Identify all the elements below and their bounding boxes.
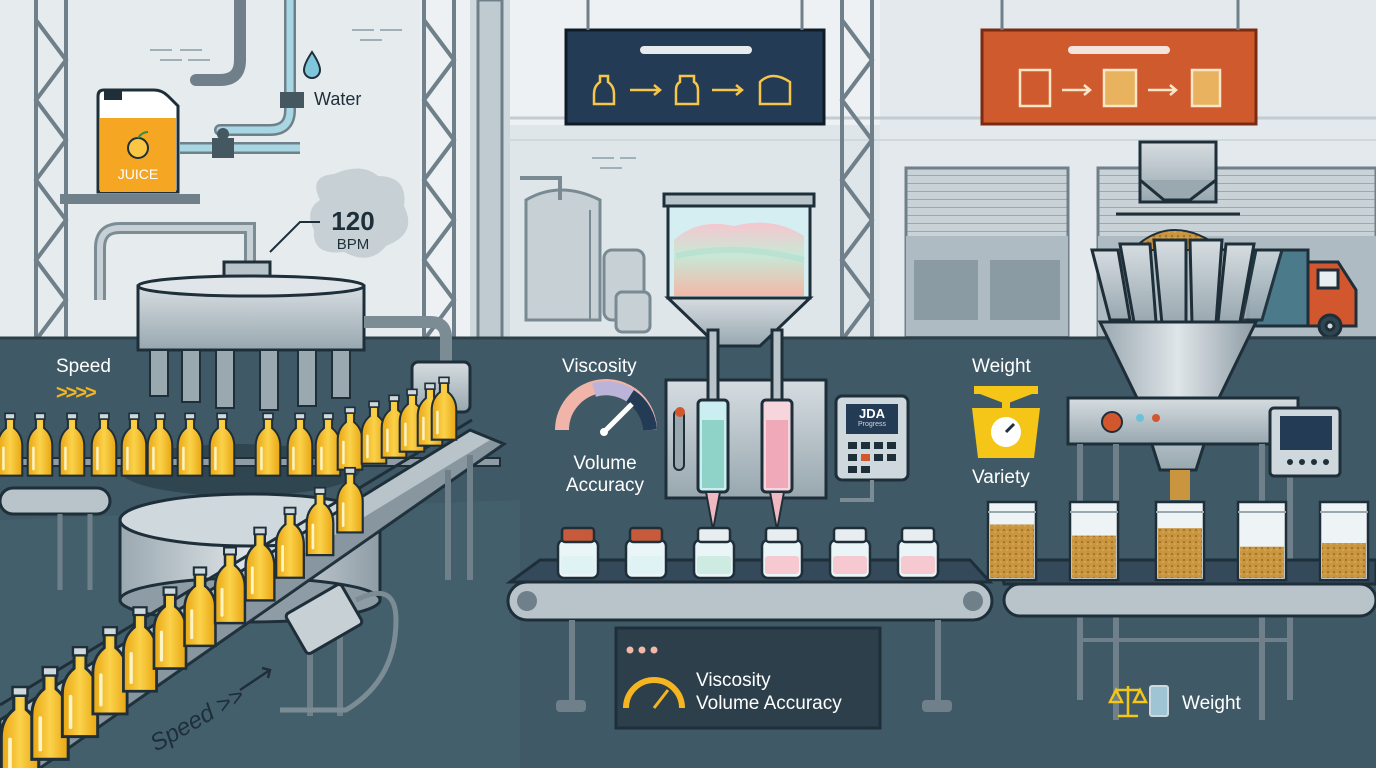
jar — [556, 526, 600, 580]
bottle — [254, 412, 282, 477]
base-volume-accuracy-label: Volume Accuracy — [696, 693, 842, 714]
scale-icon — [972, 386, 1040, 458]
water-drop-icon — [302, 50, 322, 79]
bottle — [176, 412, 204, 477]
bottle — [314, 412, 342, 477]
process-sign-jars — [564, 0, 826, 126]
gauge-icon — [623, 677, 685, 709]
bottle — [152, 586, 188, 670]
juice-bottles — [0, 376, 458, 768]
juice-jug-label: JUICE — [117, 166, 159, 182]
jar — [760, 526, 804, 580]
water-label: Water — [314, 89, 362, 109]
base-viscosity-label: Viscosity — [696, 670, 771, 691]
bottle — [244, 526, 276, 602]
rate-value: 120 — [331, 206, 375, 236]
bottle — [58, 412, 86, 477]
rate-bubble — [310, 168, 409, 258]
bottle — [286, 412, 314, 477]
bottle — [122, 606, 158, 693]
arrow-right-icon — [630, 84, 662, 96]
orange-icon — [127, 137, 149, 159]
pouch — [986, 500, 1038, 582]
pouches — [986, 500, 1370, 582]
bottle — [146, 412, 174, 477]
bottle — [208, 412, 236, 477]
jar — [896, 526, 940, 580]
gauge-icon — [555, 379, 657, 436]
jar — [624, 526, 668, 580]
volume-label-line1: Volume — [573, 453, 637, 474]
footer-weight-label: Weight — [1182, 693, 1241, 714]
panel-sub: Progress — [857, 421, 886, 428]
speed-label: Speed — [56, 356, 111, 377]
bottle — [60, 645, 100, 739]
variety-label: Variety — [972, 467, 1030, 488]
jars — [556, 526, 940, 580]
pouch — [1154, 500, 1206, 582]
bottle — [90, 412, 118, 477]
pouch-icon — [1149, 685, 1169, 717]
pouch — [1068, 500, 1120, 582]
bottle — [183, 566, 217, 648]
bottle-icon — [592, 74, 616, 106]
jar — [828, 526, 872, 580]
bottle — [91, 626, 129, 716]
viscosity-label: Viscosity — [562, 356, 637, 377]
pouch-icon — [758, 74, 792, 106]
pouch — [1236, 500, 1288, 582]
process-sign-pouches — [980, 0, 1258, 126]
rate-unit: BPM — [336, 236, 370, 253]
bottle — [336, 406, 364, 471]
bottle — [0, 412, 24, 477]
bottle — [0, 685, 41, 768]
pouch — [1318, 500, 1370, 582]
bottle — [213, 546, 247, 625]
jar — [692, 526, 736, 580]
bottle — [336, 466, 364, 534]
bottle — [305, 486, 335, 557]
bottle — [430, 376, 458, 441]
volume-label-line2: Accuracy — [565, 475, 645, 496]
bottle — [360, 400, 388, 465]
jar-icon — [674, 74, 700, 106]
bottle — [275, 506, 305, 579]
weight-label: Weight — [972, 356, 1031, 377]
speed-chevrons-icon: >>>> — [56, 382, 97, 404]
juice-jug — [96, 88, 180, 194]
bottle — [26, 412, 54, 477]
bottle — [120, 412, 148, 477]
panel-brand: JDA — [858, 406, 885, 421]
balance-icon — [1107, 686, 1149, 718]
bottle — [30, 665, 70, 761]
